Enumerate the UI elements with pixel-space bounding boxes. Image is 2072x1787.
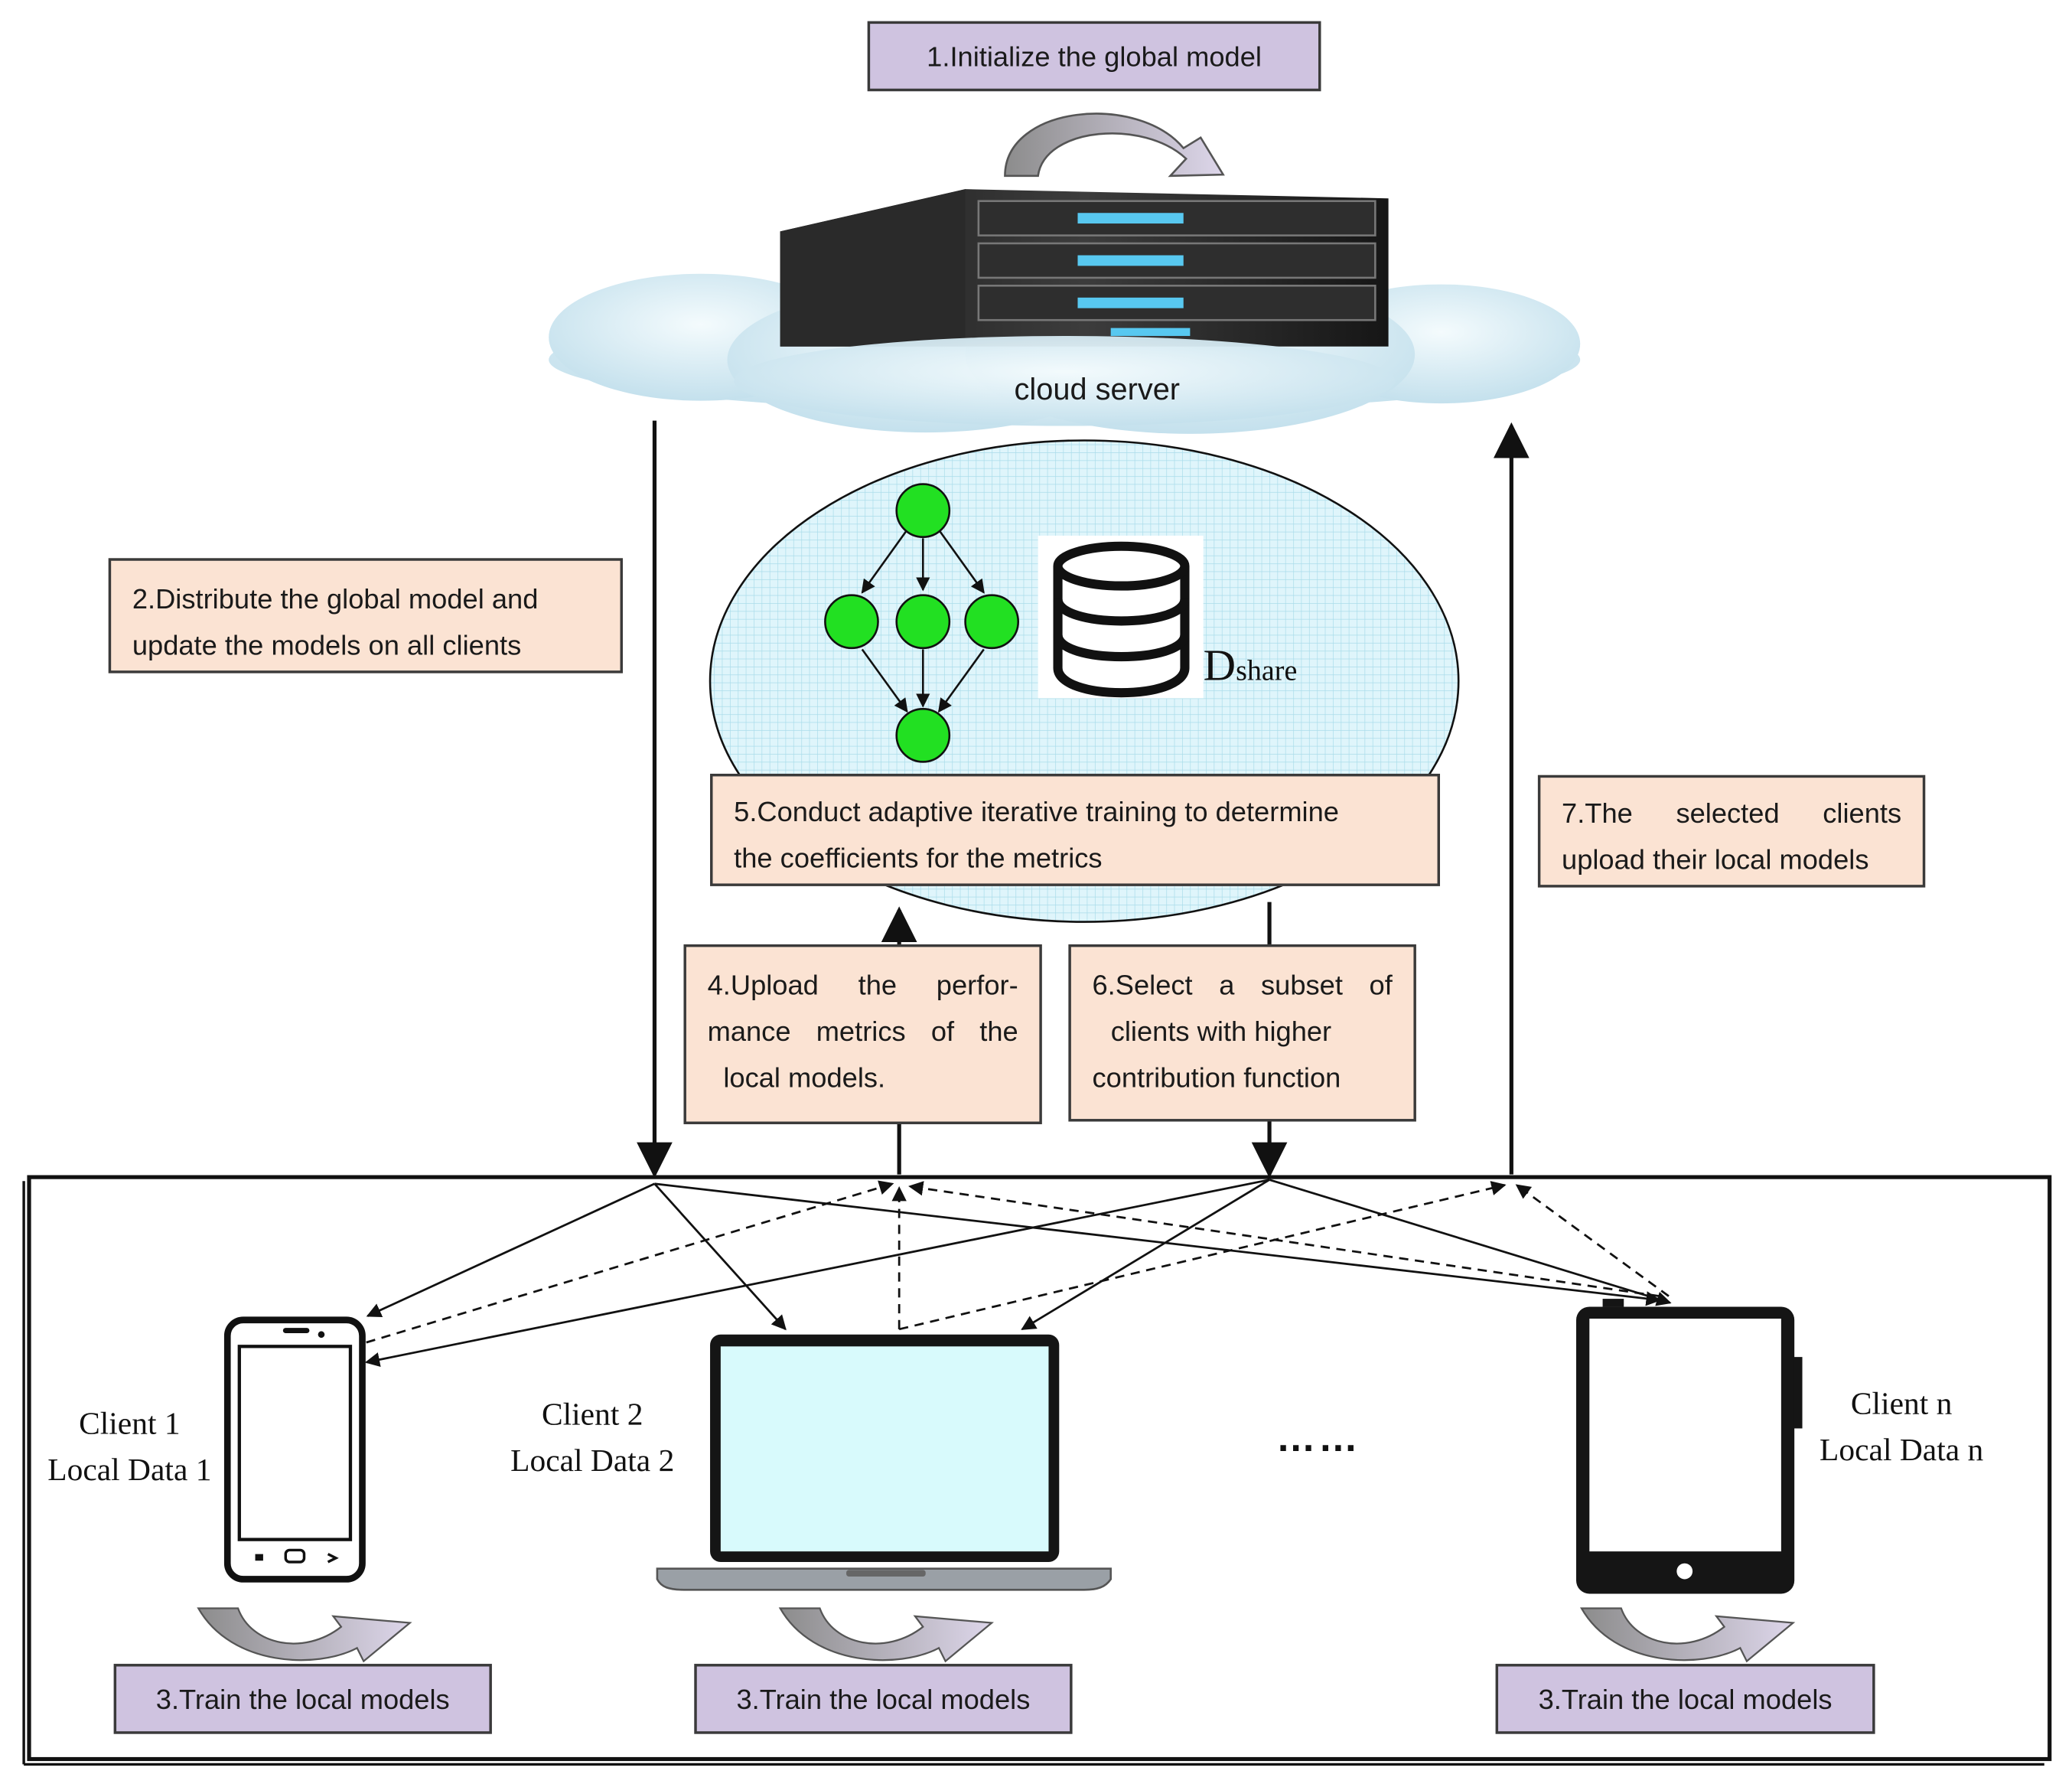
graph-node xyxy=(895,483,951,538)
step3-box-client1: 3.Train the local models xyxy=(113,1664,492,1734)
step2-line2: update the models on all clients xyxy=(132,631,522,662)
step7-box: 7.The selected clients upload their loca… xyxy=(1537,774,1926,888)
database-icon xyxy=(1038,535,1204,699)
step4-line3: local models. xyxy=(723,1063,886,1094)
dshare-subscript: share xyxy=(1236,653,1298,686)
server-icon xyxy=(780,189,1389,347)
step3-text: 3.Train the local models xyxy=(155,1684,450,1716)
step7-line2: upload their local models xyxy=(1562,845,1869,876)
server-label: cloud server xyxy=(1014,371,1181,406)
step6-box: 6.Select a subset of clients with higher… xyxy=(1068,944,1416,1122)
graph-node xyxy=(824,594,879,650)
distribution-lines xyxy=(364,1179,1672,1368)
client2-data: Local Data 2 xyxy=(510,1444,675,1479)
step6-line2: clients with higher xyxy=(1110,1016,1332,1048)
step1-text: 1.Initialize the global model xyxy=(927,42,1262,73)
upload-lines xyxy=(366,1180,1670,1344)
client2-name: Client 2 xyxy=(541,1397,643,1433)
step3-text: 3.Train the local models xyxy=(736,1684,1031,1716)
cycle-arrow-icon xyxy=(778,1607,994,1663)
step3-text: 3.Train the local models xyxy=(1538,1684,1833,1716)
graph-node xyxy=(895,708,951,763)
step3-box-clientn: 3.Train the local models xyxy=(1495,1664,1875,1734)
clientn-name: Client n xyxy=(1850,1387,1953,1422)
step2-box: 2.Distribute the global model and update… xyxy=(108,558,623,673)
step4-line1: 4.Upload the perfor- xyxy=(707,970,1018,1002)
step4-line2: mance metrics of the xyxy=(707,1016,1018,1048)
graph-node xyxy=(895,594,951,650)
client1-name: Client 1 xyxy=(79,1407,181,1442)
more-clients-ellipsis: …… xyxy=(1275,1416,1361,1460)
cycle-arrow-icon xyxy=(1579,1607,1796,1663)
clientn-label: Client n Local Data n xyxy=(1803,1382,1999,1475)
step6-line1: 6.Select a subset of xyxy=(1092,970,1393,1002)
step3-box-client2: 3.Train the local models xyxy=(694,1664,1073,1734)
step6-line3: contribution function xyxy=(1092,1063,1341,1094)
dshare-label: Dshare xyxy=(1204,641,1298,692)
step2-line1: 2.Distribute the global model and xyxy=(132,584,539,615)
dshare-main: D xyxy=(1203,641,1236,691)
step7-line1: 7.The selected clients xyxy=(1562,798,1902,830)
clientn-data: Local Data n xyxy=(1820,1433,1984,1469)
cycle-arrow-icon xyxy=(197,1607,412,1663)
clients-frame xyxy=(27,1175,2052,1762)
step4-box: 4.Upload the perfor- mance metrics of th… xyxy=(683,944,1042,1124)
cycle-arrow-icon xyxy=(1004,113,1225,178)
tablet-icon xyxy=(1576,1299,1803,1594)
client1-label: Client 1 Local Data 1 xyxy=(31,1402,227,1495)
laptop-icon xyxy=(656,1334,1112,1591)
step5-line2: the coefficients for the metrics xyxy=(734,843,1103,875)
graph-node xyxy=(964,594,1020,650)
step5-line1: 5.Conduct adaptive iterative training to… xyxy=(734,797,1339,828)
step5-box: 5.Conduct adaptive iterative training to… xyxy=(710,773,1441,886)
client1-data: Local Data 1 xyxy=(47,1453,212,1489)
step1-box: 1.Initialize the global model xyxy=(867,21,1321,92)
smartphone-icon xyxy=(223,1316,366,1583)
client2-label: Client 2 Local Data 2 xyxy=(494,1393,690,1485)
model-graph xyxy=(824,483,1020,763)
